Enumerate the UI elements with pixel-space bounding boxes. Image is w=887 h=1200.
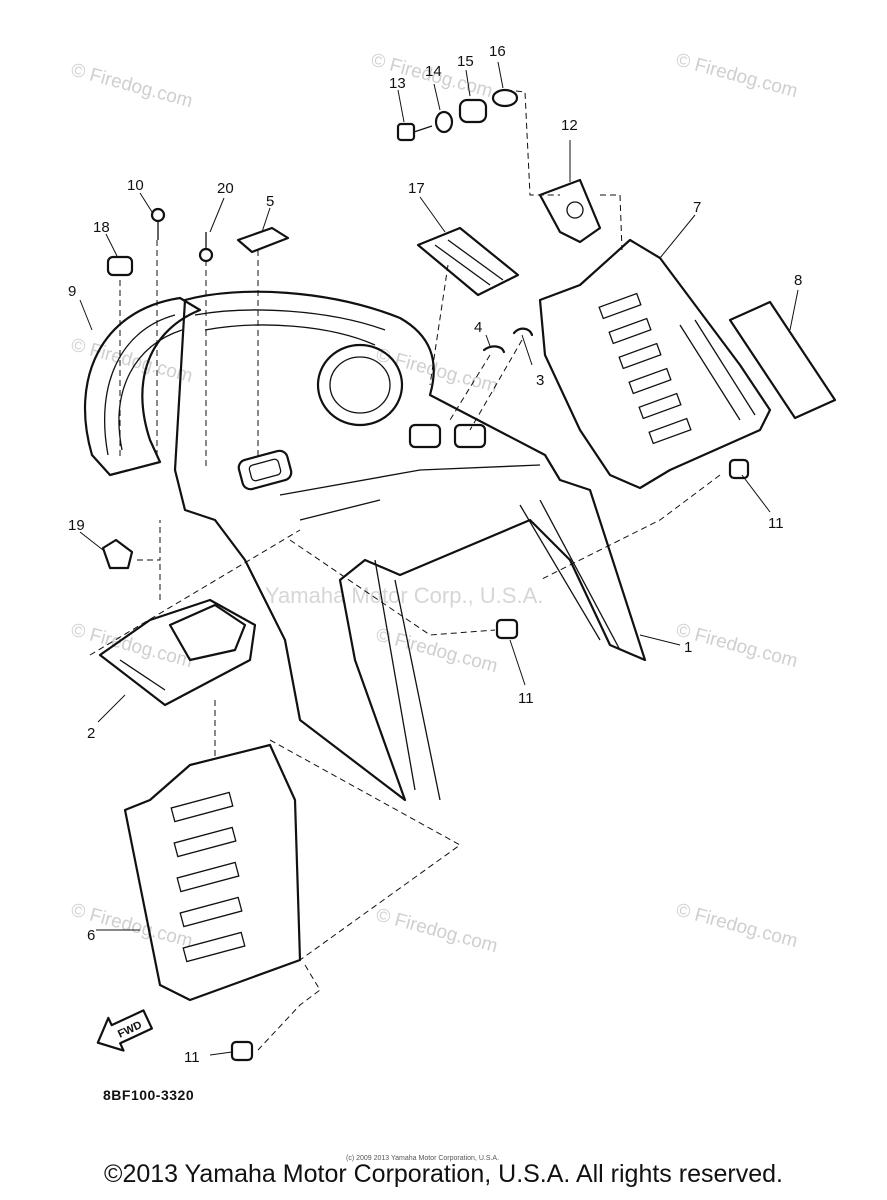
center-watermark: Yamaha Motor Corp., U.S.A. [265, 583, 543, 608]
part-2-cover [98, 598, 257, 707]
part-label-11: 11 [518, 690, 534, 707]
part-label-3: 3 [536, 372, 544, 389]
part-label-14: 14 [425, 63, 442, 80]
part-labels: 13 14 15 16 12 7 17 8 5 20 10 18 9 4 3 1… [68, 43, 802, 1066]
part-label-19: 19 [68, 517, 85, 534]
part-label-9: 9 [68, 283, 76, 300]
part-label-11: 11 [184, 1049, 200, 1066]
part-label-15: 15 [457, 53, 474, 70]
part-12-bracket [538, 178, 602, 244]
small-copyright: (c) 2009 2013 Yamaha Motor Corporation, … [346, 1155, 499, 1162]
watermark: © Firedog.com [674, 620, 800, 673]
part-label-6: 6 [87, 927, 95, 944]
part-5-clip [236, 226, 290, 254]
watermark: © Firedog.com [69, 900, 195, 953]
part-label-11: 11 [768, 515, 784, 532]
part-19-clip [101, 538, 134, 570]
part-label-17: 17 [408, 180, 425, 197]
part-label-10: 10 [127, 177, 144, 194]
watermark: © Firedog.com [69, 620, 195, 673]
copyright-footer: ©2013 Yamaha Motor Corporation, U.S.A. A… [104, 1160, 783, 1188]
part-17-pad [416, 226, 520, 297]
watermark: © Firedog.com [374, 345, 500, 398]
diagram-code: 8BF100-3320 [103, 1087, 194, 1103]
part-label-2: 2 [87, 725, 95, 742]
part-label-12: 12 [561, 117, 578, 134]
watermark: © Firedog.com [674, 50, 800, 103]
part-8-pad [728, 300, 837, 420]
part-7-right-cover [538, 238, 772, 490]
part-label-5: 5 [266, 193, 274, 210]
part-18-cap [106, 255, 134, 277]
part-label-13: 13 [389, 75, 406, 92]
part-label-16: 16 [489, 43, 506, 60]
part-label-1: 1 [684, 639, 692, 656]
watermark: © Firedog.com [69, 60, 195, 113]
fwd-arrow-icon: FWD [96, 1009, 153, 1052]
fasteners [150, 88, 750, 1062]
part-1-front-fender [173, 290, 647, 802]
watermark: © Firedog.com [374, 625, 500, 678]
part-6-lower-cover [123, 743, 302, 1002]
leader-lines [79, 61, 799, 1056]
part-label-18: 18 [93, 219, 110, 236]
part-label-20: 20 [217, 180, 234, 197]
part-label-8: 8 [794, 272, 802, 289]
watermark: © Firedog.com [374, 905, 500, 958]
part-label-7: 7 [693, 199, 701, 216]
watermark: © Firedog.com [674, 900, 800, 953]
part-label-4: 4 [474, 319, 482, 336]
